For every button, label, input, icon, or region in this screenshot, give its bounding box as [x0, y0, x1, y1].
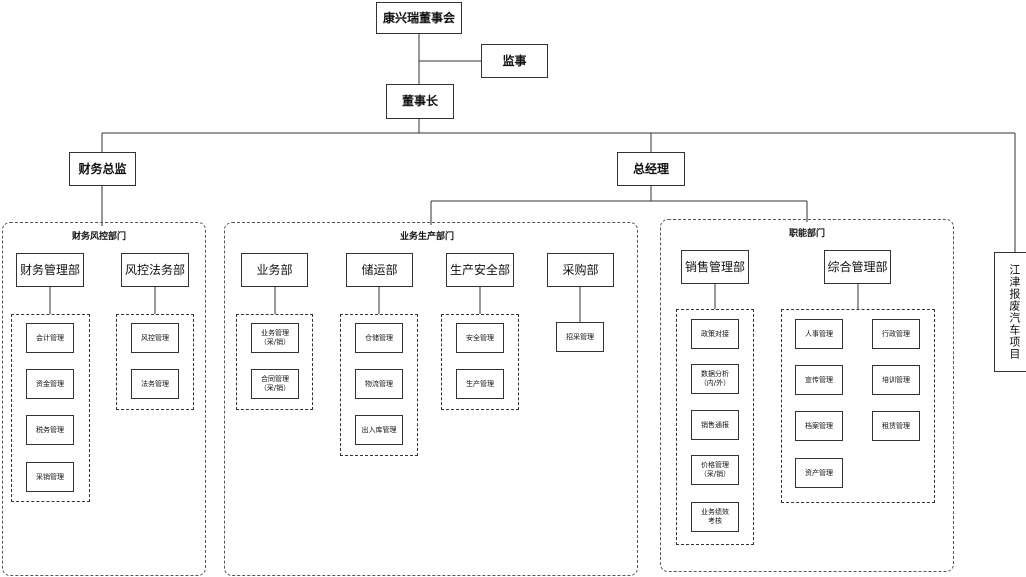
item-logistics: 物流管理 [355, 369, 403, 399]
general-mgmt-subgroup [781, 309, 935, 503]
item-tax: 税务管理 [26, 415, 74, 445]
item-training: 培训管理 [872, 365, 920, 395]
board-box: 康兴瑞董事会 [376, 2, 462, 34]
group-business-production-label: 业务生产部门 [400, 232, 455, 242]
dept-risk-legal: 风控法务部 [121, 253, 189, 287]
gm-box: 总经理 [617, 152, 685, 186]
item-safety: 安全管理 [456, 323, 504, 353]
supervisor-box: 监事 [481, 44, 548, 78]
item-accounting: 会计管理 [26, 323, 74, 353]
item-hr: 人事管理 [795, 319, 843, 349]
item-procure-sales: 采销管理 [26, 462, 74, 492]
dept-purchasing: 采购部 [547, 253, 614, 287]
item-data-analysis: 数据分析 （内/外） [691, 364, 739, 394]
dept-business: 业务部 [241, 253, 308, 287]
storage-subgroup [340, 314, 418, 456]
safety-subgroup [441, 314, 519, 410]
item-leasing: 租赁管理 [872, 411, 920, 441]
risk-legal-subgroup [116, 314, 194, 410]
side-project-box: 江津报废汽车项目 [994, 252, 1026, 372]
dept-finance-mgmt: 财务管理部 [16, 253, 84, 287]
cfo-box: 财务总监 [69, 152, 136, 186]
group-finance-risk [2, 222, 206, 576]
item-price-mgmt: 价格管理 （采/销） [691, 455, 739, 485]
item-assets: 资产管理 [795, 458, 843, 488]
item-archives: 档案管理 [795, 411, 843, 441]
item-performance: 业务绩效 考核 [691, 502, 739, 532]
item-funds: 资金管理 [26, 369, 74, 399]
chairman-box: 董事长 [386, 84, 454, 119]
dept-safety: 生产安全部 [446, 253, 514, 287]
item-sales-report: 销售通报 [691, 410, 739, 440]
business-subgroup [236, 314, 313, 410]
dept-sales-mgmt: 销售管理部 [681, 250, 749, 284]
item-production: 生产管理 [456, 369, 504, 399]
item-tender: 招采管理 [556, 322, 604, 352]
item-risk-control: 风控管理 [131, 323, 179, 353]
dept-storage: 储运部 [346, 253, 413, 287]
item-contract-mgmt: 合同管理 （采/销） [251, 369, 299, 399]
item-legal: 法务管理 [131, 369, 179, 399]
group-functional [660, 219, 954, 572]
group-finance-risk-label: 财务风控部门 [72, 232, 127, 242]
item-publicity: 宣传管理 [795, 365, 843, 395]
item-business-mgmt: 业务管理 （采/销） [251, 323, 299, 353]
item-admin: 行政管理 [872, 319, 920, 349]
group-functional-label: 职能部门 [789, 229, 826, 239]
dept-general-mgmt: 综合管理部 [824, 250, 891, 284]
sales-mgmt-subgroup [676, 309, 754, 545]
finance-mgmt-subgroup [11, 314, 90, 502]
group-business-production [224, 222, 638, 576]
item-policy: 政策对接 [691, 319, 739, 349]
item-warehouse: 仓储管理 [355, 323, 403, 353]
item-inout: 出入库管理 [355, 415, 403, 445]
